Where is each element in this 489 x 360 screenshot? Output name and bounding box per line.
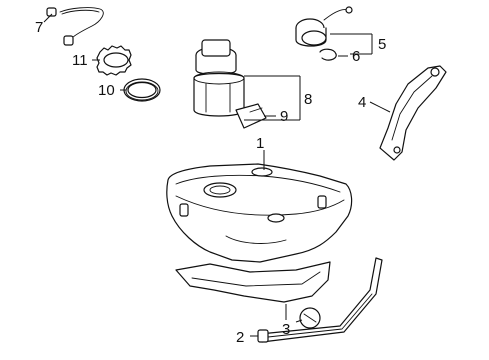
callout-8: 8 bbox=[304, 91, 312, 108]
part-10-seal-ring bbox=[120, 78, 161, 102]
callout-10: 10 bbox=[98, 82, 115, 99]
callout-9: 9 bbox=[280, 108, 288, 125]
callout-2: 2 bbox=[236, 329, 244, 346]
part-8-fuel-pump-module bbox=[193, 39, 301, 129]
part-4-filler-pipe-bracket bbox=[369, 65, 447, 161]
part-7-sensor-harness bbox=[43, 7, 104, 46]
part-3-heat-shield bbox=[175, 261, 331, 320]
part-11-lock-ring bbox=[92, 45, 132, 76]
part-2-tank-strap bbox=[250, 257, 383, 343]
callout-7: 7 bbox=[35, 19, 43, 36]
part-1-fuel-tank bbox=[166, 150, 353, 263]
callout-4: 4 bbox=[358, 94, 366, 111]
callout-5: 5 bbox=[378, 36, 386, 53]
callout-6: 6 bbox=[352, 48, 360, 65]
part-5-filler-cap bbox=[295, 6, 373, 55]
callout-11: 11 bbox=[72, 52, 88, 69]
callout-3: 3 bbox=[282, 321, 290, 338]
part-6-retaining-clip bbox=[319, 48, 348, 61]
part-3-shield-disc bbox=[295, 307, 321, 329]
callout-1: 1 bbox=[256, 135, 264, 152]
